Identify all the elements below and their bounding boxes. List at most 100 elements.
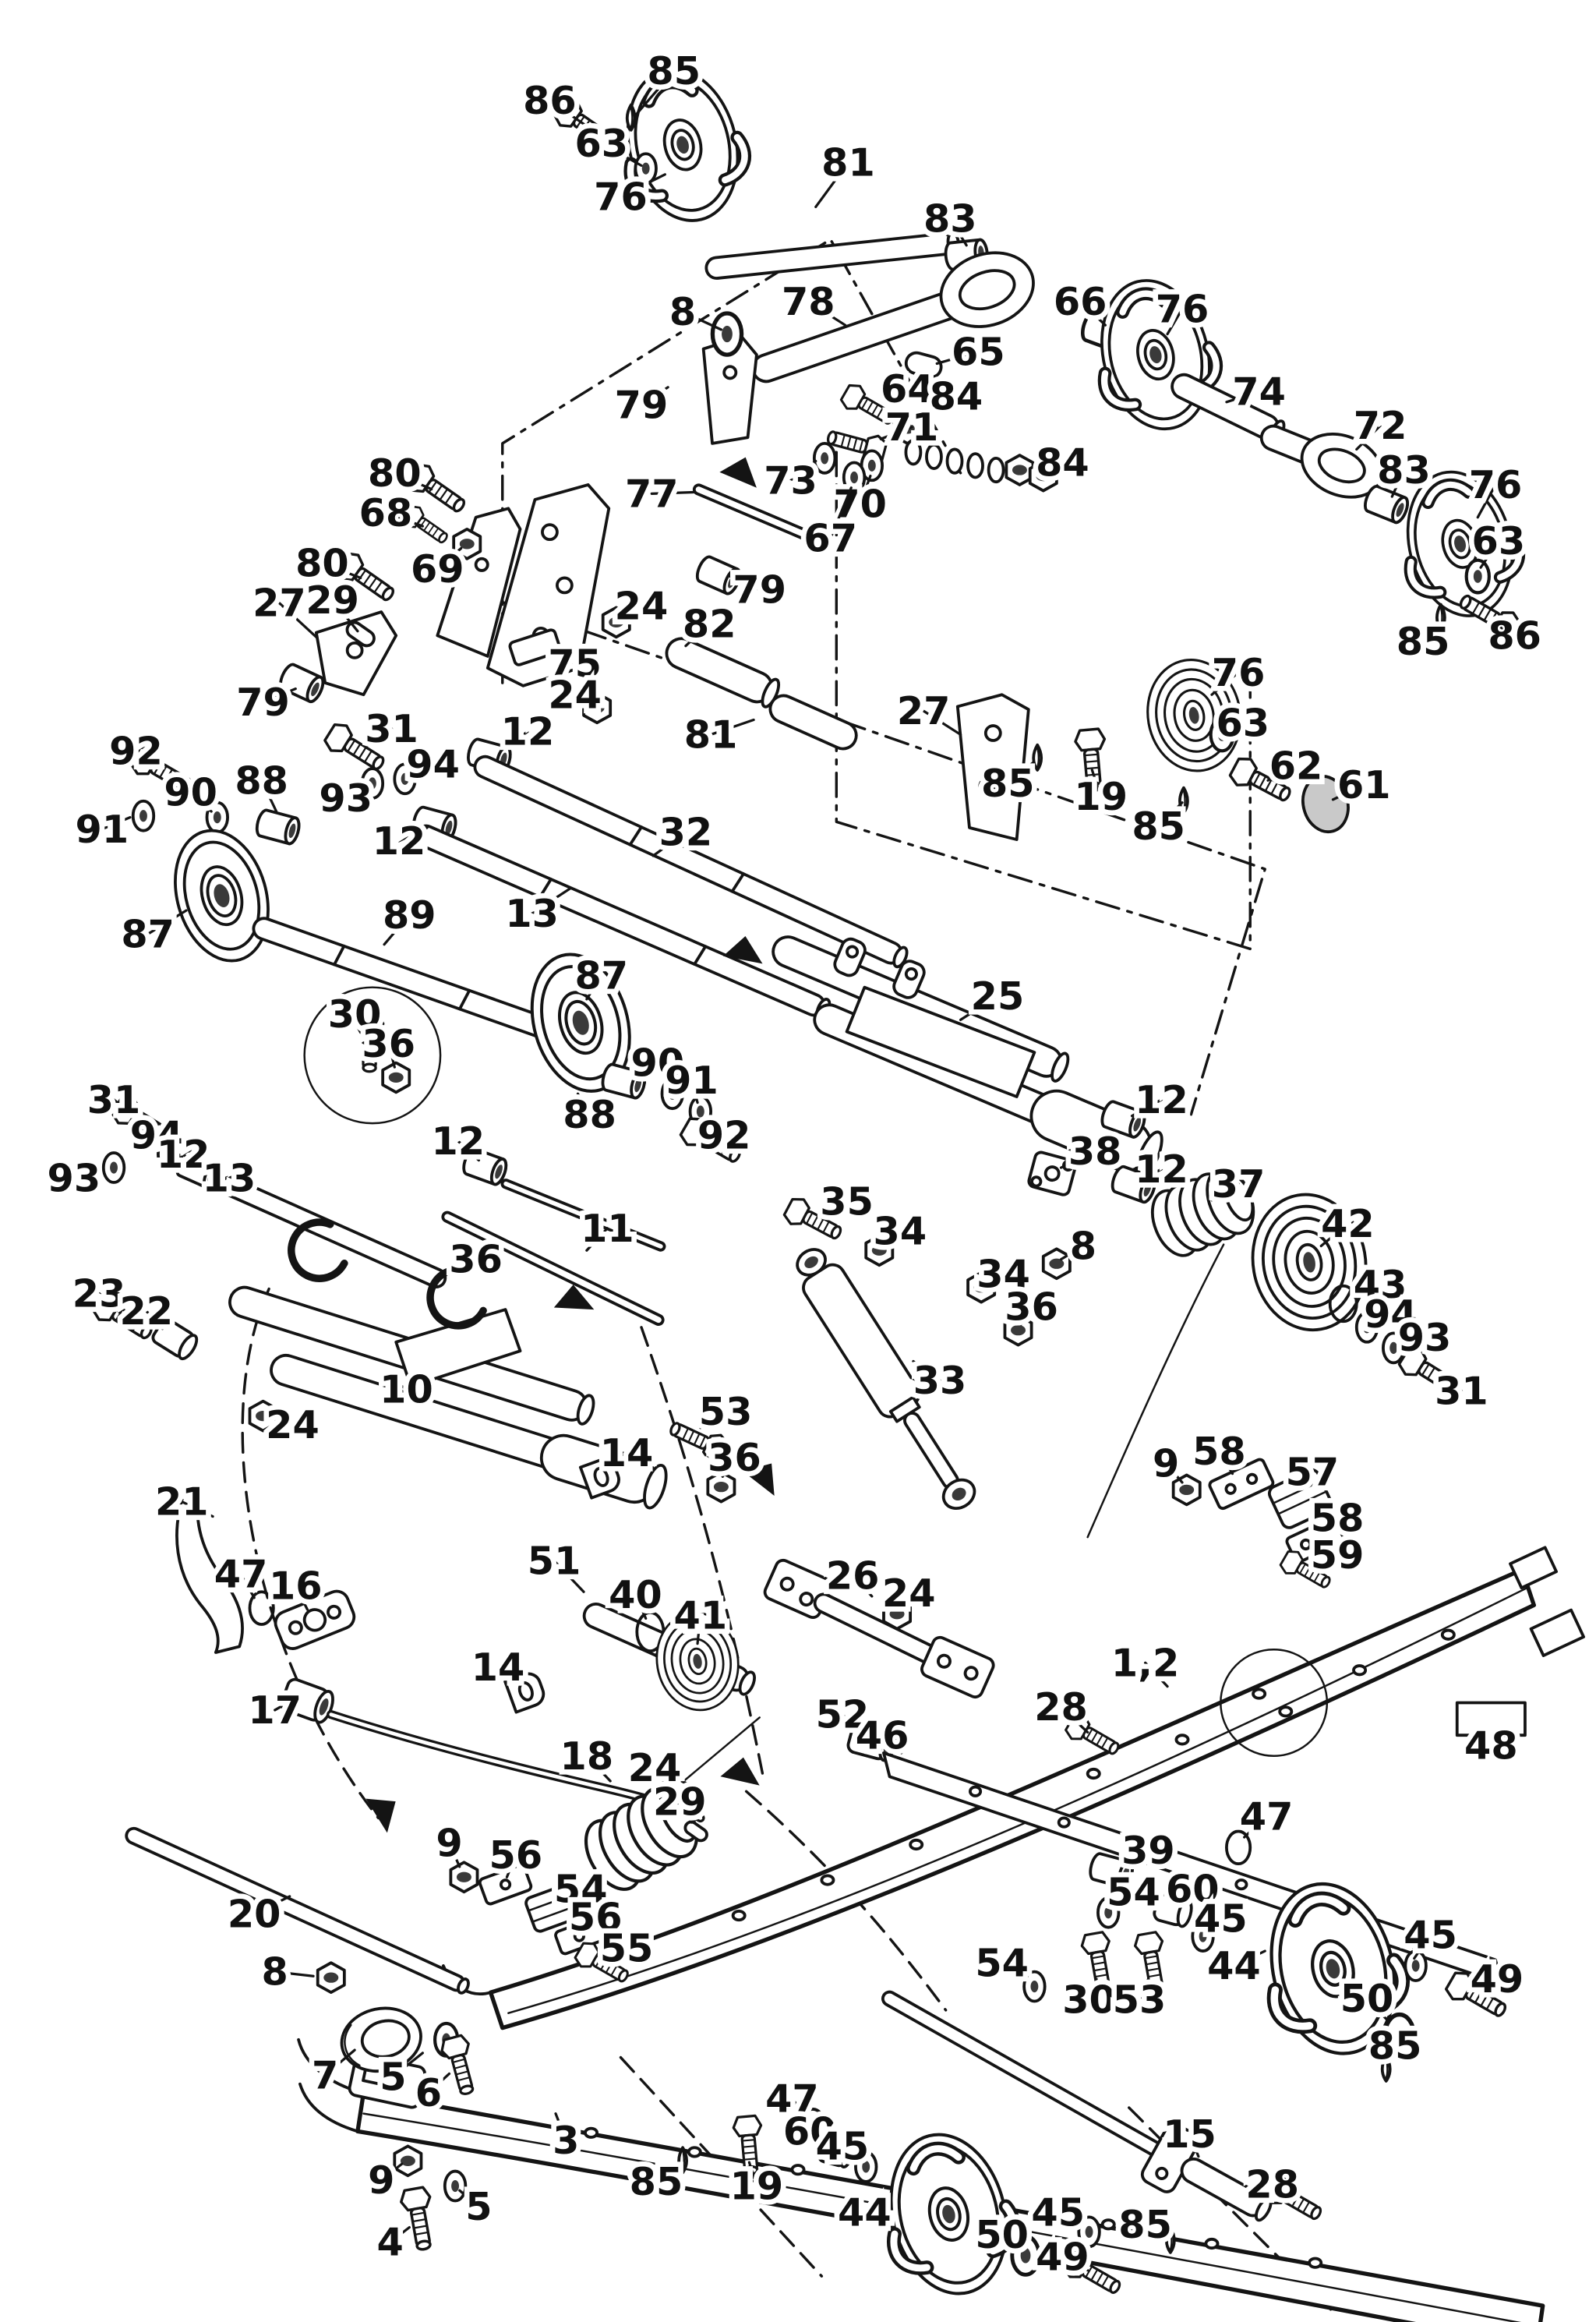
assembly-arrow [365,1798,396,1833]
right-bracket-cluster [955,651,1350,841]
leader-line-76 [619,173,666,198]
part-number-21: 21 [155,1479,209,1525]
part-number-58: 58 [1192,1429,1246,1474]
leader-line-56 [505,1854,517,1878]
leader-line-8 [1059,1244,1085,1261]
magnifier-circle [303,986,442,1125]
leader-line-12 [457,1140,481,1162]
part-number-50: 50 [975,2212,1029,2257]
part-number-93: 93 [1398,1315,1452,1360]
part-number-44: 44 [1207,1943,1261,1988]
leader-line-49 [1061,2255,1089,2272]
part-number-66: 66 [1054,279,1107,324]
leader-line-81 [709,718,755,737]
leader-line-12 [397,826,429,843]
part-number-9: 9 [436,1821,462,1866]
part-number-54: 54 [1107,1869,1160,1914]
leader-line-54 [1001,1961,1027,1982]
leader-line-14 [496,1666,517,1685]
leader-line-28 [1059,1705,1089,1734]
bracket-38 [1027,1150,1077,1196]
part-number-63: 63 [574,121,628,166]
leader-line-94 [155,1133,168,1151]
leader-line-38 [1059,1150,1096,1169]
part-number-17: 17 [248,1688,302,1733]
leader-line-61 [1331,783,1365,801]
leader-line-12 [1135,1168,1163,1184]
leader-line-34 [984,1272,1005,1286]
leader-line-31 [112,1098,138,1119]
leader-line-93 [344,783,369,800]
leader-line-79 [729,574,761,592]
lower-left-parts [248,1558,995,1899]
part-number-36: 36 [449,1237,503,1282]
leader-line-86 [548,99,590,129]
part-number-84: 84 [1036,440,1089,486]
part-number-30: 30 [1062,1977,1116,2023]
part-number-11: 11 [581,1206,634,1251]
leader-line-9 [380,2162,404,2182]
leader-line-79 [261,687,297,704]
part-number-62: 62 [1269,743,1323,788]
part-number-74: 74 [1232,369,1286,415]
part-number-39: 39 [1121,1828,1175,1873]
leader-line-12 [1130,1098,1163,1118]
part-number-93: 93 [319,776,373,821]
part-number-26: 26 [826,1553,880,1598]
roller-7 [340,2006,422,2073]
direction-arrows [365,457,775,1833]
part-number-51: 51 [528,1539,581,1584]
part-number-4: 4 [376,2220,403,2265]
part-number-76: 76 [1469,462,1523,507]
part-number-50: 50 [1340,1976,1394,2021]
leader-line-84 [917,394,958,424]
part-number-20: 20 [228,1892,281,1937]
leader-line-35 [821,1200,849,1221]
part-number-52: 52 [816,1692,870,1737]
part-number-9: 9 [1153,1440,1179,1486]
leader-line-21 [180,1500,214,1518]
leader-line-73 [789,460,817,482]
leader-line-31 [365,727,394,748]
part-number-45: 45 [1194,1896,1248,1941]
leader-line-70 [859,474,872,506]
part-number-45: 45 [1404,1912,1457,1957]
leader-line-11 [585,1227,609,1252]
leader-line-5 [391,2052,424,2078]
part-number-12: 12 [501,709,555,755]
part-number-36: 36 [1005,1284,1058,1329]
leader-line-86 [1488,619,1517,637]
leader-line-26 [851,1574,874,1598]
part-number-31: 31 [87,1077,141,1122]
part-number-88: 88 [235,758,288,803]
part-number-18: 18 [560,1734,614,1779]
part-number-37: 37 [1212,1161,1266,1207]
part-number-91: 91 [76,807,129,852]
leader-line-3 [554,2112,567,2142]
leader-line-88 [260,779,278,813]
leader-line-53 [1138,1977,1150,2002]
part-number-73: 73 [764,458,817,503]
part-number-53: 53 [699,1389,753,1434]
part-number-85: 85 [1396,619,1450,664]
leader-line-93 [1400,1336,1426,1347]
part-number-94: 94 [1364,1292,1418,1337]
leader-line-8 [681,310,723,331]
part-number-71: 71 [885,405,939,450]
leader-line-27 [922,709,962,737]
leader-line-56 [579,1915,597,1932]
shock-absorber-33 [780,1193,1072,1510]
leader-line-78 [807,300,847,327]
leader-line-92 [134,749,161,769]
part-number-36: 36 [362,1021,415,1066]
leader-line-47 [790,2098,810,2119]
leader-line-74 [1225,390,1261,404]
leader-line-85 [1157,801,1184,828]
leader-line-43 [1354,1283,1382,1299]
leader-line-10 [381,1371,408,1391]
part-number-24: 24 [548,672,602,717]
part-number-34: 34 [874,1209,927,1254]
leader-line-58 [1314,1516,1339,1535]
part-number-81: 81 [684,712,738,757]
leader-line-50 [1001,2233,1022,2250]
